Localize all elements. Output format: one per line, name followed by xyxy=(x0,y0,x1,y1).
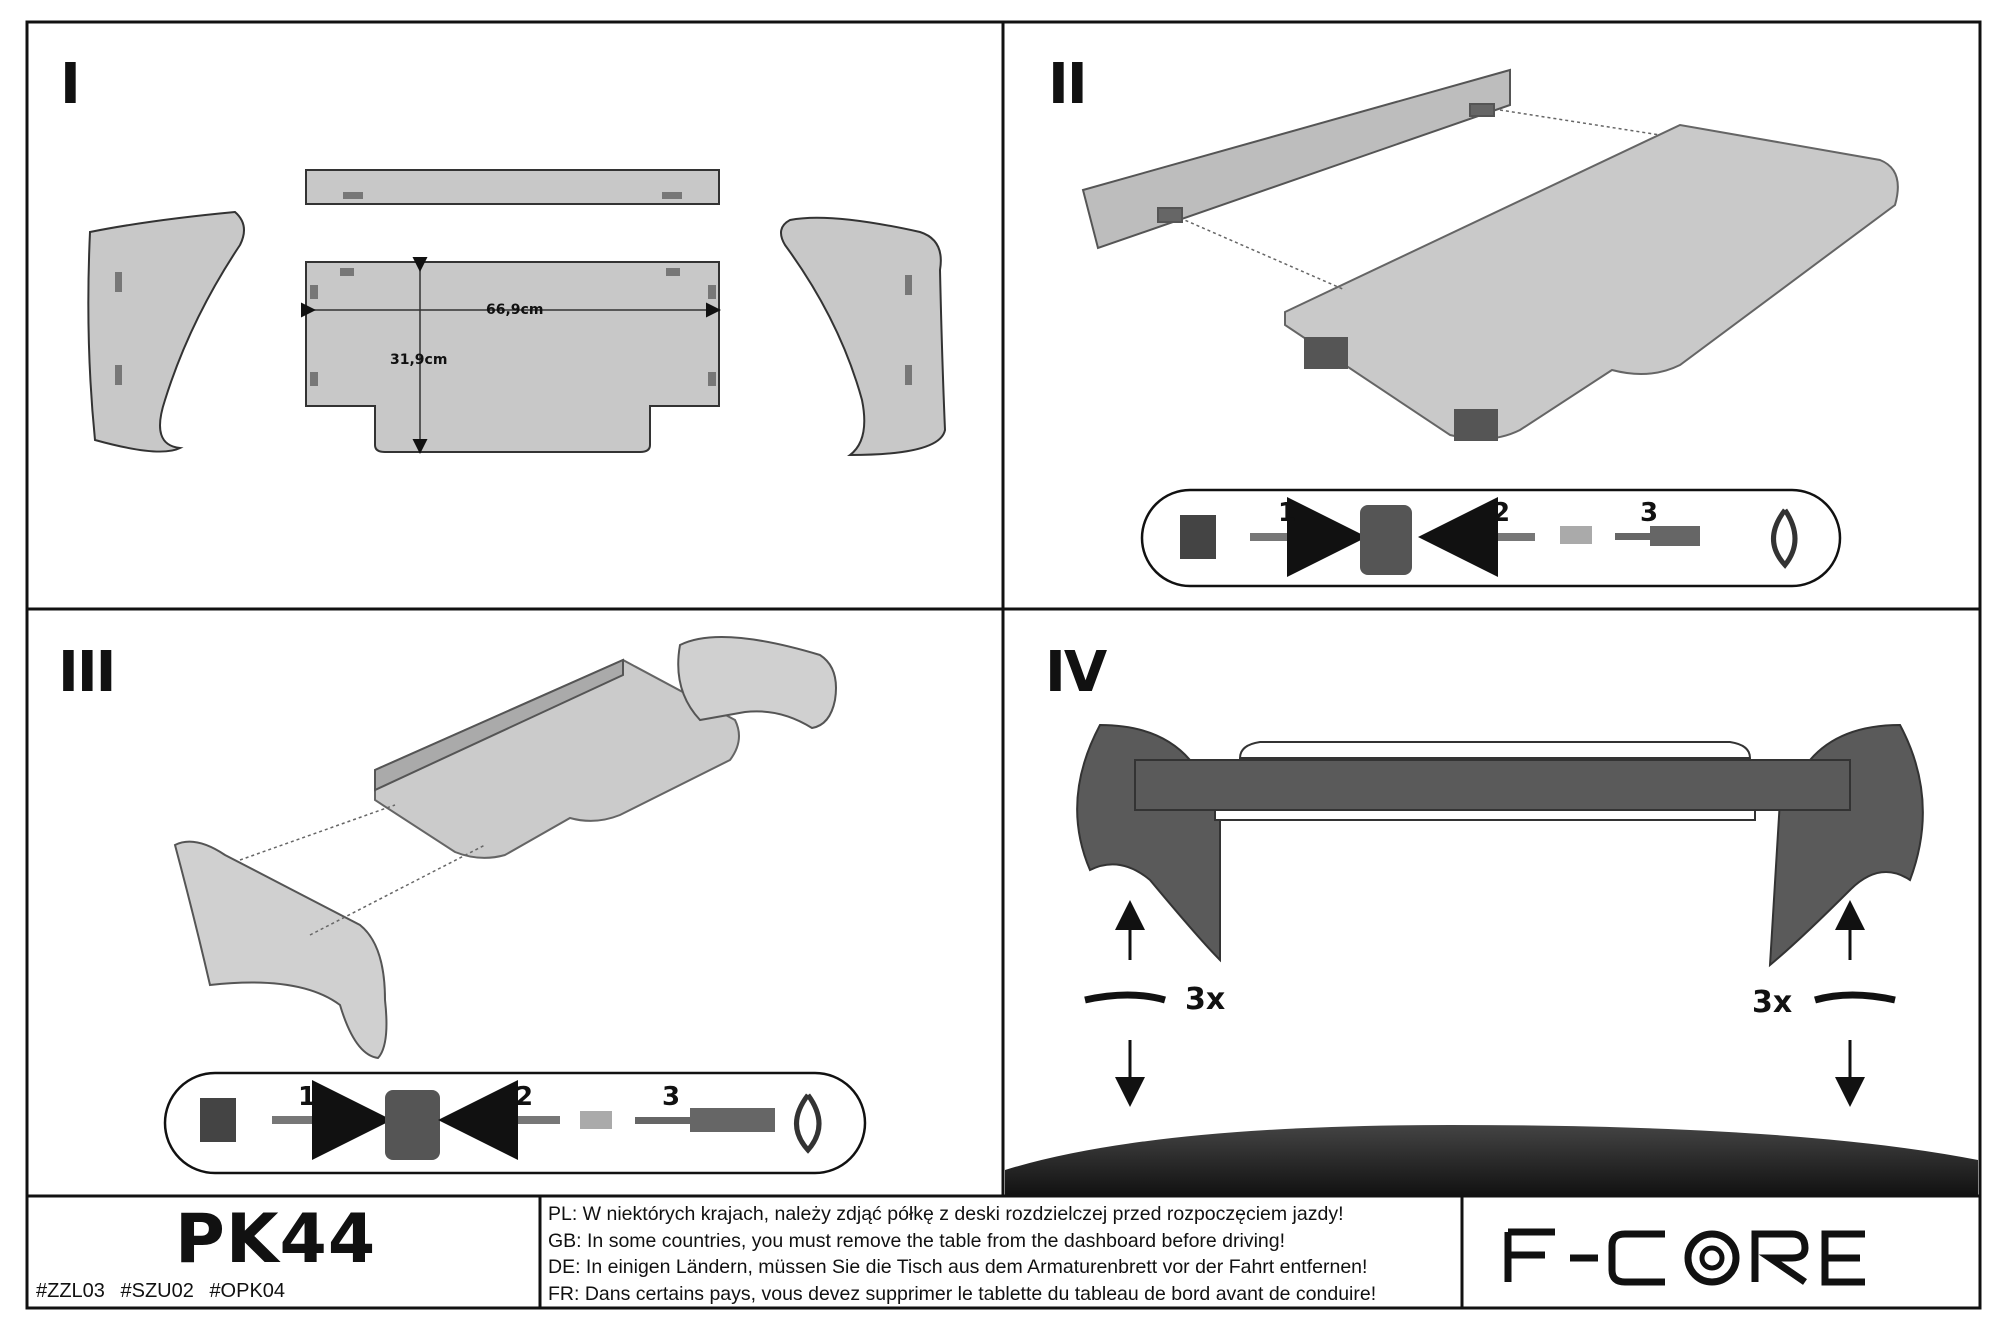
left-side-bracket xyxy=(87,210,245,453)
right-side-bracket xyxy=(780,216,947,457)
note-de: DE: In einigen Ländern, müssen Sie die T… xyxy=(548,1256,1368,1278)
note-gb: GB: In some countries, you must remove t… xyxy=(548,1229,1286,1252)
panel-3-numeral: III xyxy=(58,640,116,705)
rail-3 xyxy=(374,658,624,792)
panel-2-step-2: 2 xyxy=(1492,498,1511,528)
product-codes: #ZZL03 #SZU02 #OPK04 xyxy=(36,1280,295,1303)
panel-4-numeral: IV xyxy=(1045,640,1107,705)
panel-3-step-3: 3 xyxy=(662,1082,681,1112)
panel-3-step-strip xyxy=(163,1071,867,1175)
table-underside xyxy=(1134,759,1851,811)
depth-dimension: 31,9cm xyxy=(390,352,448,368)
safety-notes: PL: W niektórych krajach, należy zdjąć p… xyxy=(548,1201,1454,1307)
panel-2-assembly xyxy=(1081,68,1899,441)
panel-4-assembly xyxy=(1076,723,1924,968)
panel-3-step-2: 2 xyxy=(515,1082,534,1112)
panel-1-numeral: I xyxy=(60,52,81,117)
panel-2-step-strip xyxy=(1140,488,1842,588)
note-fr: FR: Dans certains pays, vous devez suppr… xyxy=(548,1282,1377,1305)
rail-long xyxy=(1081,68,1511,250)
code-opk04: #OPK04 xyxy=(209,1280,286,1302)
model-name: PK44 xyxy=(175,1200,377,1279)
table-iso-3 xyxy=(374,658,740,859)
panel-3-assembly xyxy=(173,636,837,1060)
table-top xyxy=(305,261,720,453)
panel-4-arrows xyxy=(1084,900,1896,1107)
panel-2-numeral: II xyxy=(1048,52,1088,117)
dashboard-surface xyxy=(1005,1125,1978,1196)
bracket-right-3 xyxy=(677,636,837,730)
panel-2-step-3: 3 xyxy=(1640,498,1659,528)
repeat-left: 3x xyxy=(1185,982,1226,1017)
bracket-left-3 xyxy=(173,840,388,1060)
panel-1-dims xyxy=(301,257,721,454)
repeat-right: 3x xyxy=(1752,985,1793,1020)
panel-2-step-1: 1 xyxy=(1278,498,1297,528)
panel-3-step-1: 1 xyxy=(298,1082,317,1112)
code-szu02: #SZU02 xyxy=(120,1280,194,1302)
width-dimension: 66,9cm xyxy=(486,302,544,318)
note-pl: PL: W niektórych krajach, należy zdjąć p… xyxy=(548,1203,1344,1225)
fcore-logo xyxy=(1504,1228,1865,1286)
front-rail xyxy=(305,169,720,205)
panel-1-clips xyxy=(115,192,912,386)
code-zzl03: #ZZL03 xyxy=(36,1280,105,1302)
table-top-iso xyxy=(1284,123,1899,440)
